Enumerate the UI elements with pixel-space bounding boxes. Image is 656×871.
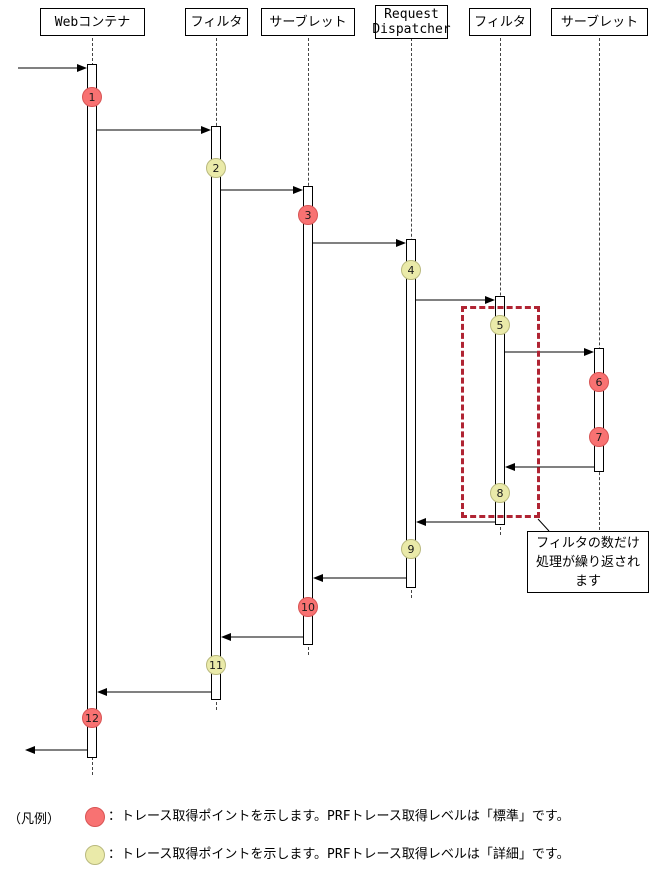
- legend-title: （凡例）: [8, 812, 61, 827]
- trace-point-12: 12: [82, 708, 102, 728]
- message-arrowhead-7: [505, 463, 515, 471]
- trace-point-7: 7: [589, 427, 609, 447]
- lifeline-header-label: サーブレット: [269, 14, 347, 30]
- trace-point-1: 1: [82, 87, 102, 107]
- legend-item-detail-text: ：トレース取得ポイントを示します。PRFトレース取得レベルは「詳細」です。: [108, 847, 570, 862]
- callout-text-line: 処理が繰り返され: [535, 555, 640, 570]
- lifeline-header-1: Webコンテナ: [40, 8, 145, 36]
- lifeline-header-label: フィルタ: [474, 14, 526, 30]
- lifeline-header-label: Webコンテナ: [54, 14, 131, 30]
- loop-callout: フィルタの数だけ処理が繰り返されます: [527, 531, 649, 593]
- lifeline-header-label: Request: [384, 7, 439, 22]
- activation-bar-6: [594, 348, 604, 472]
- message-arrowhead-2: [201, 126, 211, 134]
- detail-trace-point-icon: [85, 845, 105, 865]
- lifeline-header-label: Dispatcher: [372, 22, 451, 37]
- trace-point-8: 8: [490, 483, 510, 503]
- lifeline-5: [500, 38, 501, 535]
- message-arrowhead-1: [77, 64, 87, 72]
- lifeline-header-6: サーブレット: [551, 8, 648, 36]
- message-arrowhead-10: [221, 633, 231, 641]
- trace-point-9: 9: [401, 539, 421, 559]
- message-arrowhead-3: [293, 186, 303, 194]
- lifeline-header-label: サーブレット: [560, 14, 639, 30]
- message-arrowhead-4: [396, 239, 406, 247]
- lifeline-header-label: フィルタ: [190, 14, 243, 30]
- message-arrowhead-8: [416, 518, 426, 526]
- lifeline-header-2: フィルタ: [185, 8, 248, 36]
- message-arrowhead-12: [25, 746, 35, 754]
- callout-text-line: フィルタの数だけ: [536, 536, 640, 551]
- trace-point-10: 10: [298, 597, 318, 617]
- lifeline-header-5: フィルタ: [469, 8, 531, 36]
- legend-item-standard-text: ：トレース取得ポイントを示します。PRFトレース取得レベルは「標準」です。: [108, 809, 570, 824]
- message-arrowhead-11: [97, 688, 107, 696]
- loop-region-box: [461, 306, 540, 518]
- legend-item-detail: ：トレース取得ポイントを示します。PRFトレース取得レベルは「詳細」です。: [85, 845, 570, 865]
- message-arrowhead-5: [485, 296, 495, 304]
- trace-point-11: 11: [206, 655, 226, 675]
- trace-point-2: 2: [206, 158, 226, 178]
- callout-text-line: ます: [574, 574, 601, 589]
- activation-bar-4: [406, 239, 416, 588]
- legend-item-standard: ：トレース取得ポイントを示します。PRFトレース取得レベルは「標準」です。: [85, 807, 570, 827]
- standard-trace-point-icon: [85, 807, 105, 827]
- activation-bar-3: [303, 186, 313, 645]
- lifeline-header-3: サーブレット: [261, 8, 355, 36]
- activation-bar-2: [211, 126, 221, 700]
- activation-bar-5: [495, 296, 505, 525]
- message-arrowhead-9: [313, 574, 323, 582]
- trace-point-5: 5: [490, 315, 510, 335]
- activation-bar-1: [87, 64, 97, 758]
- message-arrowhead-6: [584, 348, 594, 356]
- trace-point-4: 4: [401, 260, 421, 280]
- lifeline-6: [599, 38, 600, 535]
- trace-point-6: 6: [589, 372, 609, 392]
- callout-tail-line: [537, 518, 550, 532]
- trace-point-3: 3: [298, 205, 318, 225]
